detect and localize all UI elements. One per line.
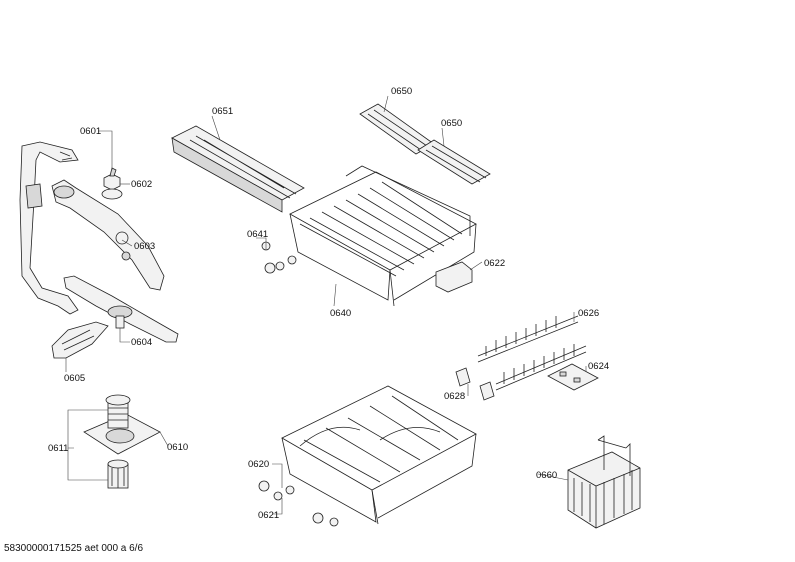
basket-side-handle[interactable] bbox=[435, 261, 473, 293]
label-0624: 0624 bbox=[588, 361, 609, 372]
label-0602: 0602 bbox=[131, 179, 152, 190]
label-0621: 0621 bbox=[258, 510, 279, 521]
label-0641: 0641 bbox=[247, 229, 268, 240]
label-0640: 0640 bbox=[330, 308, 351, 319]
upper-basket[interactable] bbox=[289, 165, 477, 307]
label-0651: 0651 bbox=[212, 106, 233, 117]
label-0628: 0628 bbox=[444, 391, 465, 402]
label-0650-top: 0650 bbox=[391, 86, 412, 97]
label-0610: 0610 bbox=[167, 442, 188, 453]
label-0650-right: 0650 bbox=[441, 118, 462, 129]
cutlery-tray[interactable] bbox=[171, 125, 305, 213]
filter-cylinder[interactable] bbox=[105, 394, 131, 429]
label-0660: 0660 bbox=[536, 470, 557, 481]
spray-arm-cover[interactable] bbox=[51, 321, 109, 359]
label-0604: 0604 bbox=[131, 337, 152, 348]
micro-filter-plate[interactable] bbox=[83, 413, 161, 455]
document-footer: 58300000171525 aet 000 a 6/6 bbox=[4, 543, 143, 554]
lower-spray-arm[interactable] bbox=[63, 275, 179, 343]
lower-basket-wheels[interactable] bbox=[258, 480, 339, 527]
tine-row-clips[interactable] bbox=[455, 367, 495, 401]
label-0605: 0605 bbox=[64, 373, 85, 384]
part-labels: 0601 0602 0603 0604 0605 0610 0611 0620 … bbox=[48, 86, 609, 521]
cutlery-basket[interactable] bbox=[567, 435, 641, 529]
fine-filter[interactable] bbox=[107, 459, 129, 489]
label-0603: 0603 bbox=[134, 241, 155, 252]
label-0622: 0622 bbox=[484, 258, 505, 269]
water-supply-pipe[interactable] bbox=[19, 141, 79, 315]
upper-spray-arm[interactable] bbox=[51, 179, 165, 291]
label-0620: 0620 bbox=[248, 459, 269, 470]
label-0601: 0601 bbox=[80, 126, 101, 137]
label-0611: 0611 bbox=[48, 443, 68, 454]
lower-basket[interactable] bbox=[281, 385, 477, 525]
rack-fixing-clips[interactable] bbox=[547, 363, 599, 391]
cup-shelf-right[interactable] bbox=[417, 139, 491, 185]
basket-rollers[interactable] bbox=[261, 241, 297, 274]
label-0626: 0626 bbox=[578, 308, 599, 319]
spray-arm-hub-nut[interactable] bbox=[101, 167, 123, 200]
leader-lines bbox=[65, 95, 587, 515]
folding-tine-rows[interactable] bbox=[477, 315, 587, 391]
